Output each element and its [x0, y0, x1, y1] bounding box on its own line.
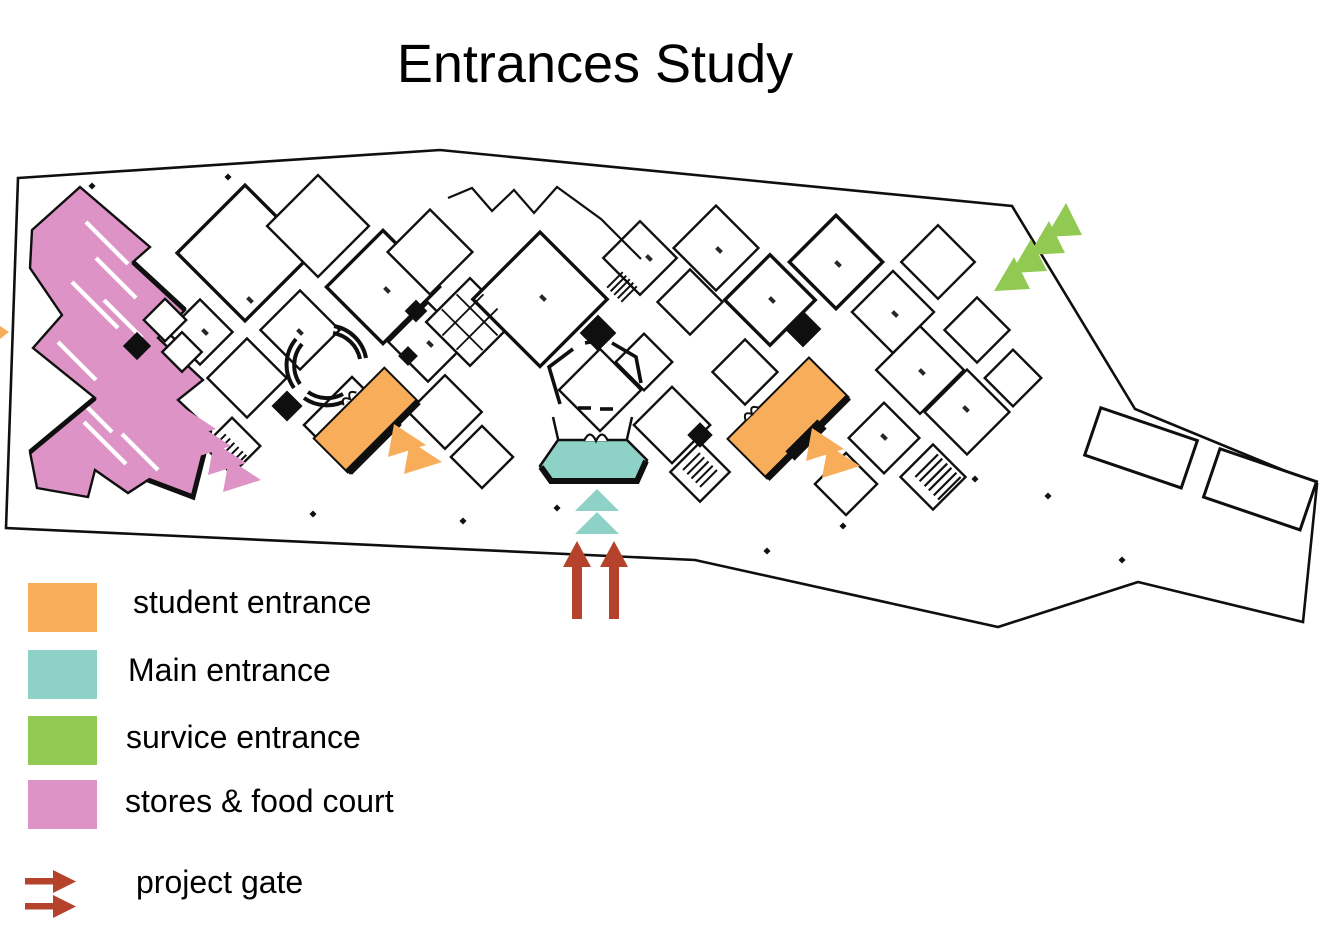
annex-building-left [1082, 405, 1200, 490]
room [710, 337, 780, 407]
annex-building-right [1201, 446, 1319, 532]
main-entrance-shape [538, 438, 649, 484]
student-left-heavy-wall [345, 399, 421, 475]
room [668, 440, 732, 504]
student-right-flow-triangles [806, 428, 860, 478]
legend-label-student: student entrance [133, 584, 371, 620]
stairs-comb [682, 452, 718, 488]
door-notch [743, 405, 759, 421]
service-flow-triangles [994, 203, 1082, 291]
room [655, 267, 725, 337]
project-gate-arrows [563, 541, 628, 619]
room [899, 223, 977, 301]
room-grid [441, 293, 499, 351]
stairs-comb [914, 453, 962, 501]
site-boundary [4, 148, 1319, 629]
legend-label-gate: project gate [136, 864, 303, 900]
main-entrance-heavy-wall [538, 459, 649, 484]
building-rooms [88, 173, 1126, 564]
stores-food-court-zone [28, 185, 213, 501]
main-entrance-zone [538, 416, 649, 484]
room [632, 385, 712, 465]
student-right-heavy-wedge [785, 419, 827, 461]
legend-label-service: survice entrance [126, 719, 361, 755]
room [142, 297, 188, 343]
student-entrance-left-zone [312, 366, 421, 475]
room [160, 330, 204, 374]
stores-flow-triangles [178, 408, 261, 492]
student-left-flow-triangles [388, 424, 442, 474]
room [385, 207, 475, 297]
room [983, 348, 1043, 408]
room [265, 173, 371, 279]
legend-label-main: Main entrance [128, 652, 331, 688]
room [614, 332, 674, 392]
legend-swatch-main [28, 650, 97, 699]
sawtooth-wall [447, 185, 642, 260]
legend-gate-arrows-icon [25, 870, 76, 918]
room [557, 347, 643, 433]
page-title: Entrances Study [397, 34, 793, 94]
room [205, 336, 289, 420]
legend-swatch-service [28, 716, 97, 765]
main-flow-triangles [575, 489, 619, 534]
room [942, 295, 1012, 365]
legend-swatch-student [28, 583, 97, 632]
store-divider-stripes [56, 220, 160, 472]
legend-swatch-stores [28, 780, 97, 829]
door-notch [341, 390, 357, 406]
student-entrance-right-zone [726, 356, 851, 481]
edge-marker [0, 326, 9, 339]
door-notch [583, 433, 609, 444]
room [671, 203, 761, 293]
site-dots [88, 173, 1126, 564]
angled-walls [546, 338, 643, 411]
room [470, 229, 610, 369]
legend: student entrance Main entrance survice e… [25, 583, 394, 918]
site-outline [4, 148, 1319, 629]
stairs-comb [606, 271, 638, 303]
room [406, 373, 484, 451]
room [449, 424, 515, 490]
vestibule-walls [551, 416, 634, 440]
legend-label-stores: stores & food court [125, 783, 394, 819]
